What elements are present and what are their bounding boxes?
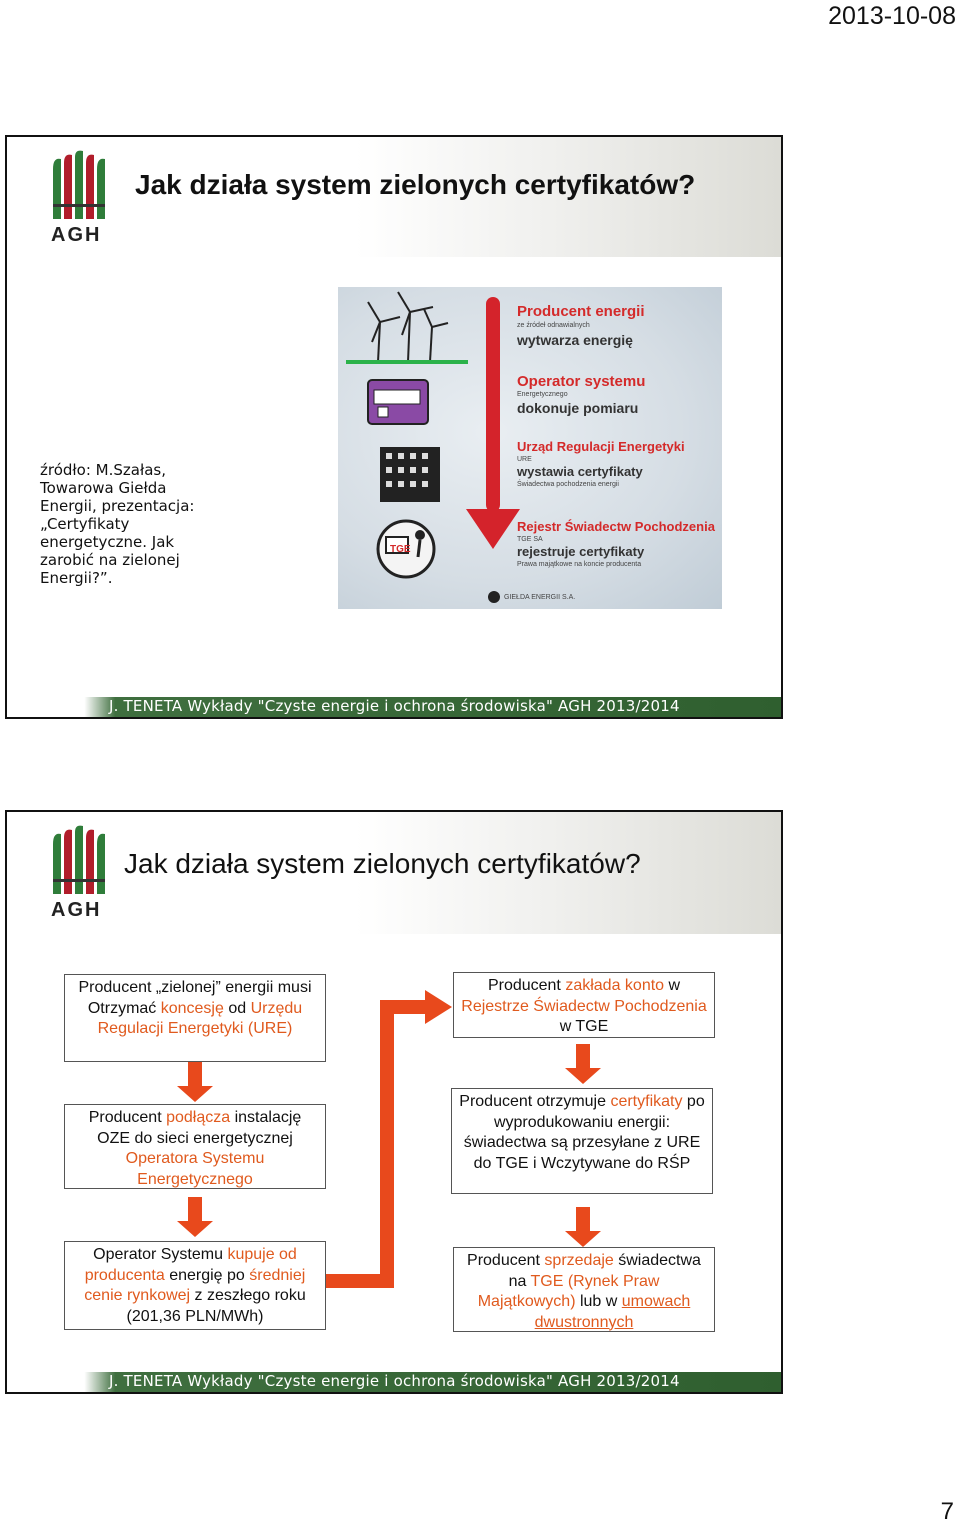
step4-sub2: Prawa majątkowe na koncie producenta: [517, 561, 642, 568]
slide-header: AGH Jak działa system zielonych certyfik…: [7, 137, 781, 257]
step-box-energy-purchase: Operator Systemu kupuje od producenta en…: [64, 1241, 326, 1330]
footer-text: J. TENETA Wykłady "Czyste energie i ochr…: [109, 697, 680, 715]
brand-text: GIEŁDA ENERGII S.A.: [504, 594, 576, 601]
slide-header: AGH Jak działa system zielonych certyfik…: [7, 812, 781, 934]
step1-sub: ze źródeł odnawialnych: [517, 322, 590, 329]
step1-action: wytwarza energię: [517, 332, 633, 348]
agh-logo-icon: [53, 825, 105, 894]
step4-sub1: TGE SA: [517, 536, 543, 543]
source-caption: źródło: M.Szałas, Towarowa Giełda Energi…: [40, 461, 195, 587]
slide-footer: J. TENETA Wykłady "Czyste energie i ochr…: [7, 697, 781, 717]
office-building-icon: [380, 447, 440, 502]
step-box-certificates-received: Producent otrzymuje certyfikaty po wypro…: [451, 1088, 713, 1194]
agh-logo: AGH: [49, 149, 109, 249]
arrow-shaft: [486, 297, 500, 512]
arrow-down-icon: [177, 1221, 213, 1237]
slide-title: Jak działa system zielonych certyfikatów…: [135, 169, 696, 200]
slide-footer: J. TENETA Wykłady "Czyste energie i ochr…: [7, 1372, 781, 1392]
step2-sub: Energetycznego: [517, 391, 568, 398]
arrow-right-icon: [425, 990, 452, 1024]
step2-title: Operator systemu: [517, 373, 646, 390]
step-box-registry-account: Producent zakłada konto w Rejestrze Świa…: [453, 972, 715, 1038]
certificate-process-diagram: TGE Producent energii ze źródeł odnawial…: [338, 287, 722, 609]
connector-vertical: [380, 1000, 394, 1288]
step2-action: dokonuje pomiaru: [517, 400, 639, 416]
arrow-down-icon: [177, 1086, 213, 1102]
tge-logo-icon: [488, 591, 500, 603]
step4-title: Rejestr Świadectw Pochodzenia: [517, 519, 715, 534]
connector-horizontal-top: [380, 1000, 428, 1014]
agh-logo-icon: [53, 150, 105, 219]
arrow-down-icon: [565, 1231, 601, 1247]
agh-logo: AGH: [49, 824, 109, 924]
footer-text: J. TENETA Wykłady "Czyste energie i ochr…: [109, 1372, 680, 1390]
step1-title: Producent energii: [517, 303, 645, 320]
step-box-certificates-sale: Producent sprzedaje świadectwa na TGE (R…: [453, 1247, 715, 1332]
arrow-down-icon: [565, 1068, 601, 1084]
diagram-graphics: [346, 291, 520, 603]
date: 2013-10-08: [828, 2, 956, 30]
page-number: 7: [940, 1498, 954, 1525]
wind-turbine-icon: [346, 291, 468, 364]
flow-arrows: [177, 990, 601, 1288]
slide-1: AGH Jak działa system zielonych certyfik…: [5, 135, 783, 719]
connector-horizontal-bottom: [325, 1274, 387, 1288]
step4-action: rejestruje certyfikaty: [517, 544, 645, 559]
step3-sub1: URE: [517, 456, 532, 463]
agh-logo-text: AGH: [51, 899, 102, 921]
step-box-grid-connection: Producent podłącza instalację OZE do sie…: [64, 1104, 326, 1189]
energy-meter-icon: [367, 379, 429, 425]
slide-title: Jak działa system zielonych certyfikatów…: [124, 848, 641, 879]
arrow-head: [466, 509, 520, 549]
tge-label: TGE: [390, 544, 411, 555]
step3-sub2: Świadectwa pochodzenia energii: [517, 481, 619, 488]
slide-2: AGH Jak działa system zielonych certyfik…: [5, 810, 783, 1394]
tge-operator-icon: [376, 519, 436, 579]
step3-action: wystawia certyfikaty: [517, 464, 643, 479]
step-box-license: Producent „zielonej” energii musi Otrzym…: [64, 974, 326, 1062]
agh-logo-text: AGH: [51, 224, 102, 246]
step3-title: Urząd Regulacji Energetyki: [517, 439, 685, 454]
